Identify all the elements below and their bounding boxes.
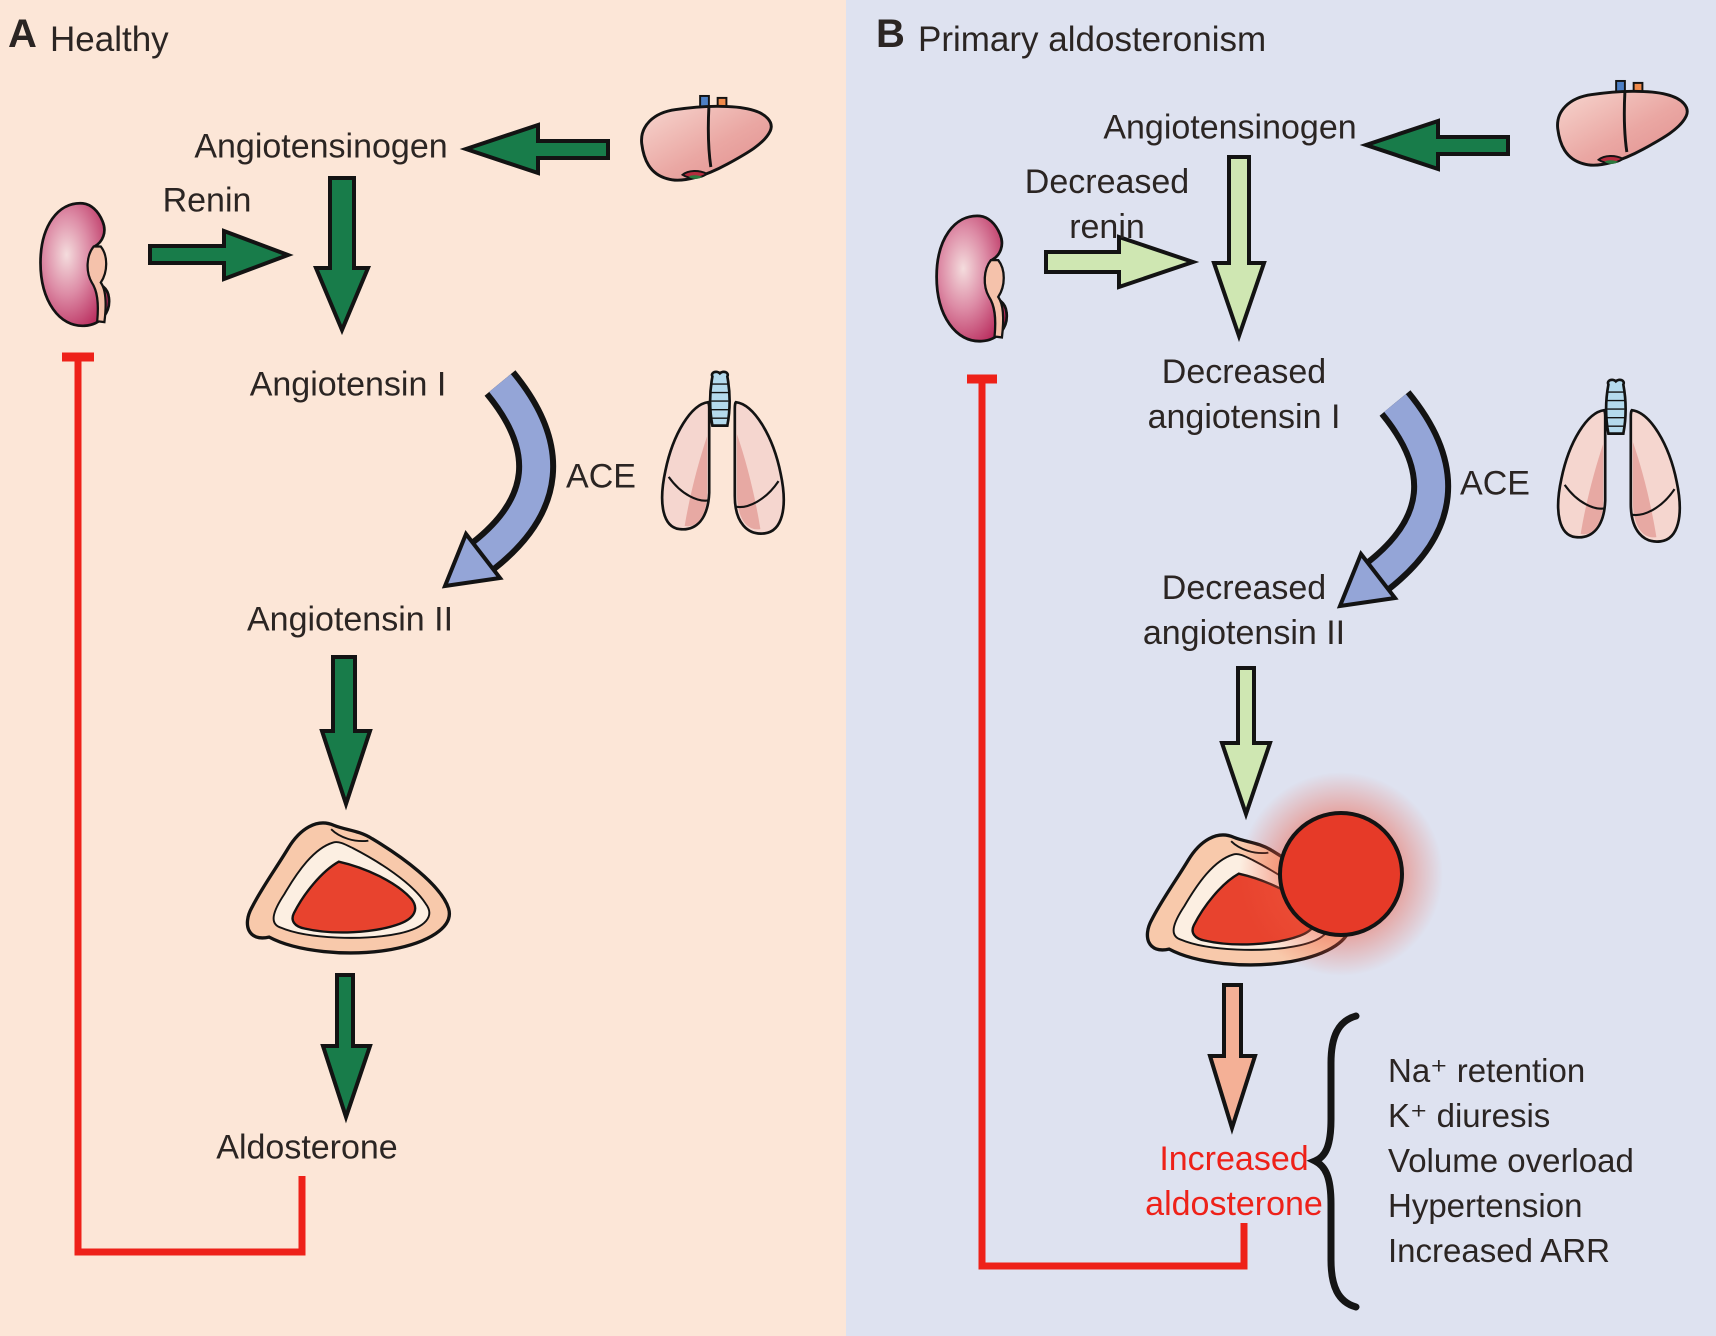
increased-aldosterone-label: Increased aldosterone [1145,1140,1323,1223]
adrenal-gland-icon [240,812,470,960]
decreased-renin-label: Decreased renin [1024,163,1190,246]
decreased-angiotensin-i-label: Decreased angiotensin I [1147,353,1341,436]
effect-item: Volume overload [1388,1142,1634,1179]
decreased-angiotensin-ii-label: Decreased angiotensin II [1142,569,1346,652]
panel-b-title: Primary aldosteronism [918,20,1267,59]
panel-a-tag: A [8,12,37,56]
effect-item: Hypertension [1388,1187,1583,1224]
liver-icon [1548,78,1694,190]
renin-label: Renin [162,181,252,220]
angiotensinogen-label: Angiotensinogen [1103,108,1357,147]
panel-a-title: Healthy [50,20,169,59]
lungs-icon [1538,378,1698,565]
effects-list: Na⁺ retention K⁺ diuresis Volume overloa… [1388,1048,1634,1273]
adrenal-gland-icon [1140,824,1370,972]
ace-label: ACE [566,457,636,496]
kidney-icon [36,198,126,332]
effect-item: Na⁺ retention [1388,1052,1586,1089]
lungs-icon [642,370,802,557]
aldosterone-label: Aldosterone [216,1128,398,1167]
panel-b-tag: B [876,12,905,56]
effect-item: Increased ARR [1388,1232,1610,1269]
effect-item: K⁺ diuresis [1388,1097,1551,1134]
liver-icon [632,93,778,205]
ace-label: ACE [1460,464,1530,503]
angiotensinogen-label: Angiotensinogen [194,127,448,166]
angiotensin-ii-label: Angiotensin II [246,600,454,639]
angiotensin-i-label: Angiotensin I [249,365,447,404]
kidney-icon [932,212,1024,346]
